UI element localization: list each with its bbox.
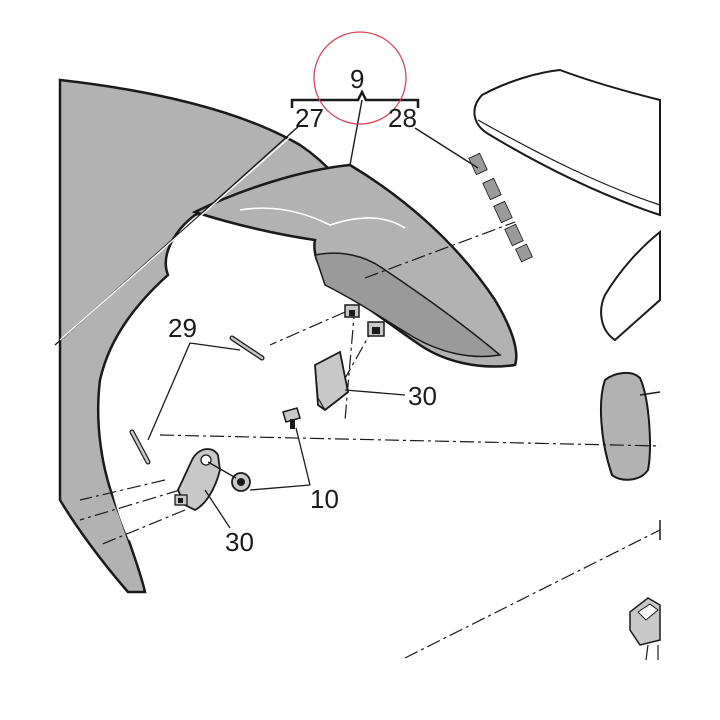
side-panel [58,78,362,594]
leader-9 [349,99,363,166]
front-cowl-crease [239,207,406,229]
highlight-circle-9 [313,31,407,125]
callout-10: 10 [310,484,339,514]
front-cowl-inner-panel [314,252,502,358]
callout-29: 29 [168,313,197,343]
bottom-right-clip [629,597,661,661]
right-grey-pad-stub [639,391,661,396]
decal-strip [468,152,533,263]
cowl-fastener-left [344,304,360,318]
callout-30-lower: 30 [225,527,254,557]
screw [282,407,301,429]
leader-28 [414,127,479,169]
bracket-9 [290,89,420,108]
leader-lower-connector [207,461,237,479]
callout-30-upper: 30 [408,381,437,411]
callout-9: 9 [350,64,364,94]
leader-27-white [59,129,299,341]
side-panel-inner-edge [106,299,166,541]
right-grey-pad [599,372,651,481]
right-mid-panel [600,229,661,342]
nut [231,472,251,492]
bracket-upper [314,350,349,412]
leader-30-upper [344,389,406,396]
leader-29 [147,342,241,441]
leader-10 [249,427,311,491]
upper-right-panel-edge [477,119,661,206]
leader-30-lower [204,489,231,529]
upper-right-panel [473,68,661,217]
callout-28: 28 [388,103,417,133]
cowl-fastener-right [367,321,385,337]
callout-27: 27 [295,103,324,133]
bracket-lower [174,448,221,512]
